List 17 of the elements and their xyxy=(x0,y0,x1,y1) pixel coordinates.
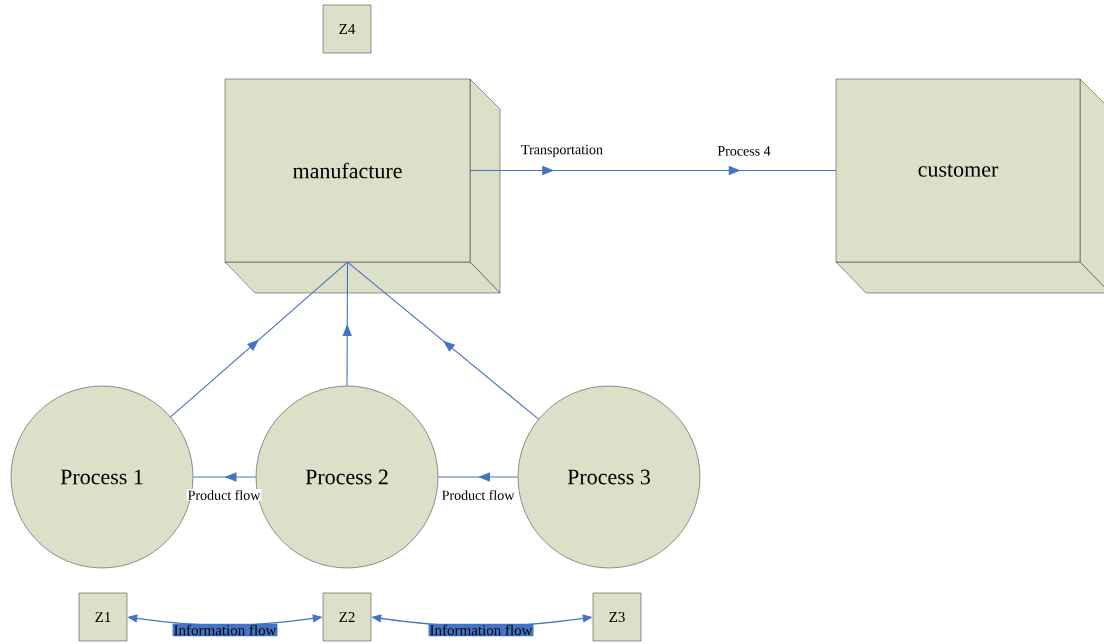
process-label: Process 4 xyxy=(716,145,772,157)
cube-box: manufacture xyxy=(224,78,501,294)
edge-label: Information flow xyxy=(172,623,278,637)
zone-box: Z4 xyxy=(322,4,372,54)
arrow xyxy=(346,261,540,420)
cube-box: customer xyxy=(835,78,1104,294)
arrow xyxy=(342,261,352,387)
edge-label: Product flow xyxy=(440,489,516,501)
arrow xyxy=(192,472,257,482)
arrow xyxy=(170,261,349,418)
edge-label: Product flow xyxy=(186,489,262,501)
edge-label: Information flow xyxy=(428,623,534,637)
arrow xyxy=(437,472,519,482)
zone-box: Z1 xyxy=(78,592,128,642)
zone-box: Z2 xyxy=(322,592,372,642)
zone-box: Z3 xyxy=(592,592,642,642)
edge-label: Transportation xyxy=(520,143,604,159)
